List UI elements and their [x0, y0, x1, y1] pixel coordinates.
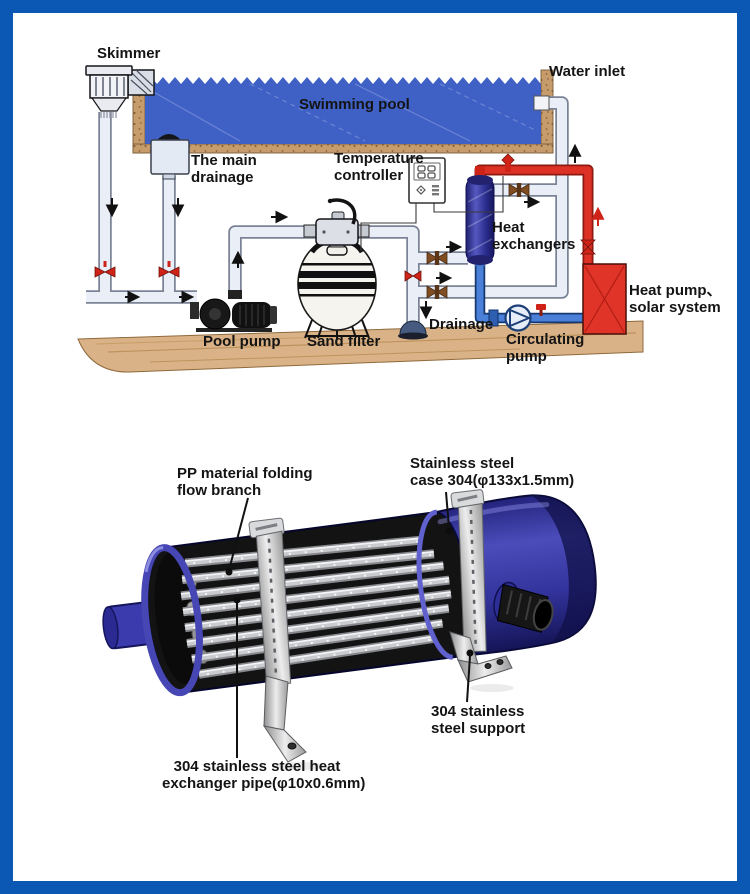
label-main-drainage: The main drainage	[191, 152, 257, 186]
ground-wood	[77, 320, 644, 373]
circulating-blue-pipe	[474, 260, 585, 324]
pool-pump-device	[190, 290, 277, 332]
callout-stainless-case: Stainless steel case 304(φ133x1.5mm)	[410, 455, 575, 489]
label-heat-exchangers: Heat exchangers	[492, 219, 576, 253]
drainage-dome	[398, 320, 428, 340]
controller-wires	[360, 176, 504, 251]
label-drainage: Drainage	[429, 316, 494, 333]
valves	[94, 153, 596, 299]
callout-steel-support: 304 stainless steel support	[431, 703, 526, 737]
clamp-band	[450, 489, 487, 653]
flow-arrows	[105, 143, 605, 320]
main-drainage-box	[150, 134, 190, 180]
support-bracket	[449, 631, 513, 683]
heat-pump-box	[582, 263, 627, 335]
multiport-valve	[303, 198, 370, 246]
red-valve	[94, 261, 116, 278]
red-tee-valve	[501, 153, 515, 172]
label-pool-pump: Pool pump	[203, 333, 281, 350]
label-circulating-pump: Circulating pump	[506, 331, 585, 365]
callout-pp-branch: PP material folding flow branch	[177, 465, 313, 499]
bowtie-valve	[426, 251, 448, 265]
bowtie-valve	[508, 183, 530, 197]
heat-exchanger-vessel	[465, 166, 495, 266]
red-valve	[158, 261, 180, 278]
product-tubes	[180, 535, 452, 679]
product-photo	[102, 489, 597, 770]
callout-lines	[225, 491, 474, 758]
temperature-controller-device	[360, 157, 504, 251]
clamp-band	[248, 517, 292, 685]
red-valve	[580, 239, 596, 255]
sand-filter-device	[297, 198, 377, 339]
product-threaded-port	[493, 581, 554, 633]
skimmer-device	[85, 65, 155, 118]
label-temperature-controller: Temperature controller	[334, 150, 424, 184]
label-sand-filter: Sand filter	[307, 333, 381, 350]
label-water-inlet: Water inlet	[549, 63, 626, 80]
support-bracket	[262, 675, 307, 763]
label-skimmer: Skimmer	[97, 45, 161, 62]
red-valve	[404, 270, 422, 282]
circulating-pump-device	[488, 304, 546, 332]
label-swimming-pool: Swimming pool	[299, 96, 410, 113]
bowtie-valve	[426, 285, 448, 299]
callout-exchanger-pipe: 304 stainless steel heat exchanger pipe(…	[162, 758, 366, 792]
label-heat-pump-solar: Heat pump、 solar system	[629, 282, 722, 316]
